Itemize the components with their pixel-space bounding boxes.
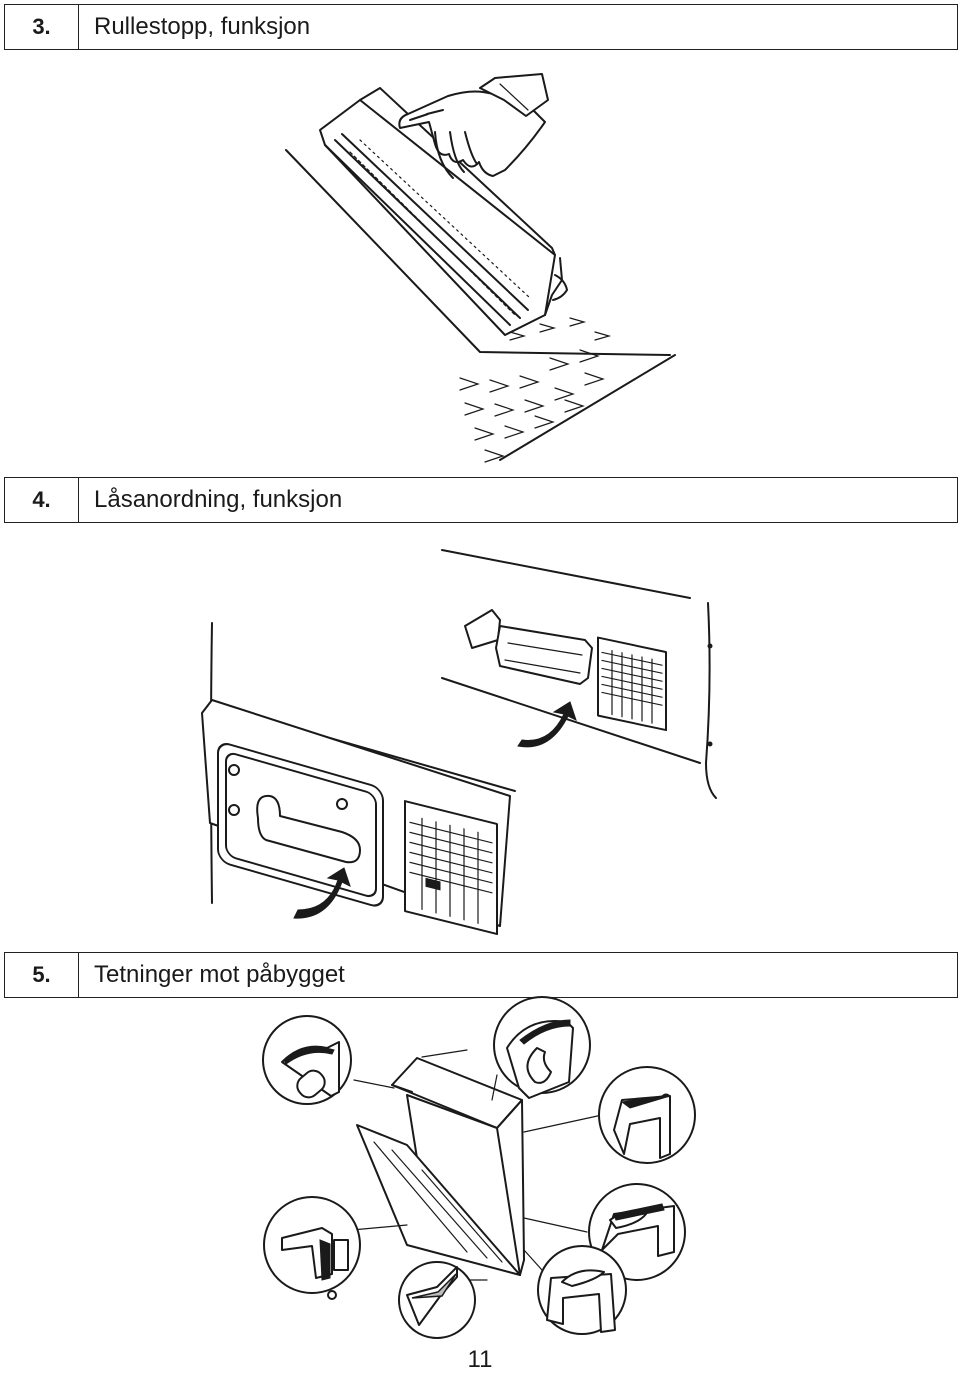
seal-detail-top-center [493,996,591,1099]
section-title: Rullestopp, funksjon [94,13,311,40]
roller-stop-illustration [285,73,676,463]
seals-illustration [262,996,696,1339]
locking-device-illustration [201,549,717,936]
seal-detail-bottom-left [263,1196,361,1300]
upper-label-plate [597,636,667,732]
seal-detail-right-top [598,1066,696,1164]
seal-detail-bottom-right [537,1245,627,1335]
section-header-4: 4. Låsanordning, funksjon [4,477,958,523]
page-number: 11 [467,1346,493,1373]
section-header-5: 5. Tetninger mot påbygget [4,952,958,998]
seal-detail-right-middle [588,1183,686,1281]
section-header-3: 3. Rullestopp, funksjon [4,4,958,50]
seal-detail-top-left [262,1015,352,1105]
rotate-arrow-icon [517,701,577,748]
section-number: 3. [5,5,79,49]
section-title: Tetninger mot påbygget [94,961,345,988]
seal-detail-bottom-center [398,1261,476,1339]
section-number: 4. [5,478,79,522]
section-title: Låsanordning, funksjon [94,486,343,513]
rotate-arrow-icon [293,867,351,919]
section-number: 5. [5,953,79,997]
